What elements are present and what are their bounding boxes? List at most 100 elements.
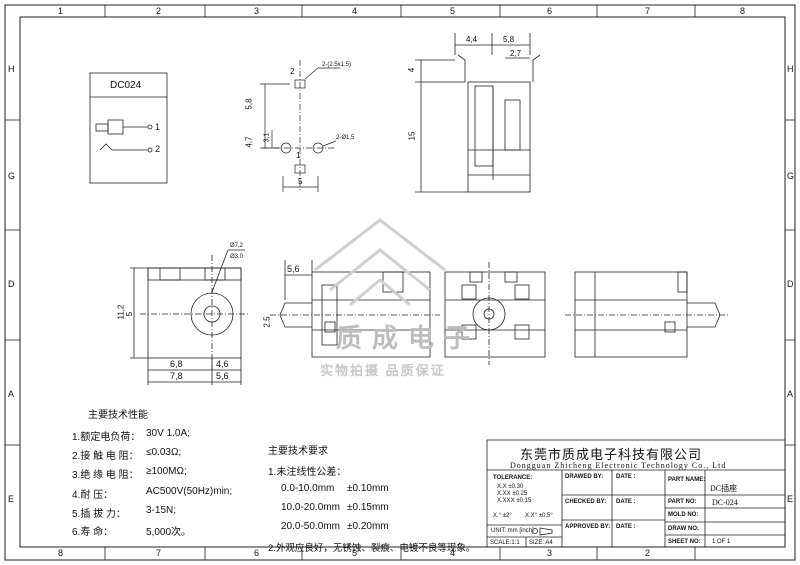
col-label: 4: [352, 6, 358, 16]
spec-row: 2.接 触 电 阻：≤0.03Ω;: [72, 447, 182, 462]
row-label: H: [8, 64, 15, 74]
requirement-line: 1.未注线性公差：: [268, 467, 347, 478]
model-label: DC024: [110, 80, 142, 91]
date-label: DATE :: [616, 474, 636, 480]
scale-label: SCALE:1:1: [490, 540, 520, 546]
specs-title: 主要技术性能: [88, 410, 148, 421]
dimension-label: 5,6: [216, 371, 229, 381]
spec-row: 4.耐 压：AC500V(50Hz)min;: [72, 486, 233, 501]
row-label: G: [787, 171, 795, 181]
col-label: 5: [450, 6, 456, 16]
col-label: 2: [156, 6, 162, 16]
col-label: 8: [58, 548, 64, 558]
watermark-logo: [314, 218, 446, 307]
rear-view: [565, 271, 730, 358]
col-label: 3: [254, 6, 260, 16]
company-name-cn: 东莞市质成电子科技有限公司: [520, 447, 703, 462]
dimension-label: 2-(2.5x1.5): [322, 62, 352, 68]
dimension-label: 4,4: [466, 35, 478, 44]
row-label: A: [8, 389, 15, 399]
dimension-label: 5,8: [503, 35, 515, 44]
dimension-label: 15: [407, 131, 417, 141]
spec-row: 5.插 拔 力：3-15N;: [72, 505, 177, 520]
size-label: SIZE: A4: [529, 540, 553, 546]
dimension-label: 4,7: [244, 136, 254, 148]
title-block: [486, 439, 786, 548]
sheet-no-label: SHEET NO:: [668, 539, 701, 545]
tolerance-range: 10.0-20.0mm: [281, 502, 340, 513]
tolerance-value: X.XX ±0.25: [497, 491, 528, 497]
dimension-label: 4,6: [216, 359, 229, 369]
dimension-label: 2-Ø1.5: [336, 135, 355, 141]
dimension-label: 5,8: [244, 98, 254, 110]
dimension-label: Ø3,0: [230, 254, 244, 260]
dimension-label: 2,7: [510, 49, 522, 58]
tolerance-value: ±0.20mm: [347, 521, 389, 532]
draw-no-label: DRAW NO:: [668, 526, 699, 532]
angle-tolerance: X.° ±2°: [493, 513, 512, 519]
dimension-label: 5: [298, 177, 303, 186]
dimension-label: 7,8: [170, 371, 183, 381]
dimension-label: 4: [407, 67, 417, 73]
spec-row: 1.额定电负荷：30V 1.0A;: [72, 428, 190, 443]
angle-tolerance: X.X° ±0.5°: [525, 513, 553, 519]
date-label: DATE :: [616, 499, 636, 505]
checked-by-label: CHECKED BY:: [565, 499, 607, 505]
sheet-no-value: 1 OF 1: [712, 539, 731, 545]
row-label: D: [8, 279, 15, 289]
pin-label: 1: [155, 122, 161, 132]
col-label: 5: [352, 548, 358, 558]
col-label: 6: [547, 6, 553, 16]
col-label: 8: [740, 6, 746, 16]
pin-label: 2: [155, 144, 161, 154]
part-name-value: DC插座: [710, 484, 738, 493]
inner-border: [19, 16, 786, 548]
side-view: [415, 33, 541, 193]
col-label: 7: [156, 548, 162, 558]
spec-row: 6.寿 命：5,000次。: [72, 527, 192, 538]
tolerance-label: TOLERANCE:: [493, 475, 533, 481]
requirements-title: 主要技术要求: [268, 446, 328, 457]
row-label: E: [8, 494, 15, 504]
col-label: 3: [547, 548, 553, 558]
pad-label: 1: [296, 151, 301, 160]
watermark-slogan: 实物拍摄 品质保证: [320, 363, 446, 378]
company-name-en: Dongguan Zhicheng Electronic Technology …: [510, 461, 727, 470]
row-label: E: [787, 494, 794, 504]
schematic-symbol: [89, 72, 168, 184]
row-label: A: [787, 389, 794, 399]
dimension-label: 5,6: [287, 264, 300, 274]
dimension-label: 3,1: [263, 132, 271, 143]
tolerance-value: X.X ±0.30: [497, 484, 524, 490]
col-label: 7: [645, 6, 651, 16]
unit-label: UNIT: mm [inch]: [491, 528, 534, 534]
row-label: H: [787, 64, 794, 74]
part-no-value: DC-024: [712, 498, 738, 507]
pad-label: 2: [290, 67, 295, 76]
part-name-label: PART NAME:: [668, 477, 706, 483]
requirement-line: 2.外观应良好，无锈蚀、裂痕、电镀不良等现象。: [268, 543, 476, 554]
dimension-label: 5: [125, 311, 135, 317]
part-no-label: PART NO:: [668, 499, 697, 505]
col-label: 6: [254, 548, 260, 558]
col-label: 1: [58, 6, 64, 16]
mold-no-label: MOLD NO:: [668, 512, 699, 518]
date-label: DATE :: [616, 524, 636, 530]
approved-by-label: APPROVED BY:: [565, 524, 611, 530]
grid-ticks: [5, 5, 795, 560]
dimension-label: 2,5: [262, 316, 272, 328]
col-label: 2: [645, 548, 651, 558]
watermark-logo-text: 质成电子: [336, 323, 481, 353]
row-label: G: [8, 171, 16, 181]
tolerance-value: X.XXX ±0.15: [497, 498, 532, 504]
dimension-label: 6,8: [170, 359, 183, 369]
tolerance-value: ±0.10mm: [347, 483, 389, 494]
col-label: 4: [450, 548, 456, 558]
row-label: D: [787, 279, 794, 289]
spec-row: 3.绝 缘 电 阻：≥100MΩ;: [72, 466, 187, 481]
bottom-view: [444, 262, 546, 365]
drawed-by-label: DRAWED BY:: [565, 474, 604, 480]
dimension-label: Ø7,2: [230, 243, 244, 249]
